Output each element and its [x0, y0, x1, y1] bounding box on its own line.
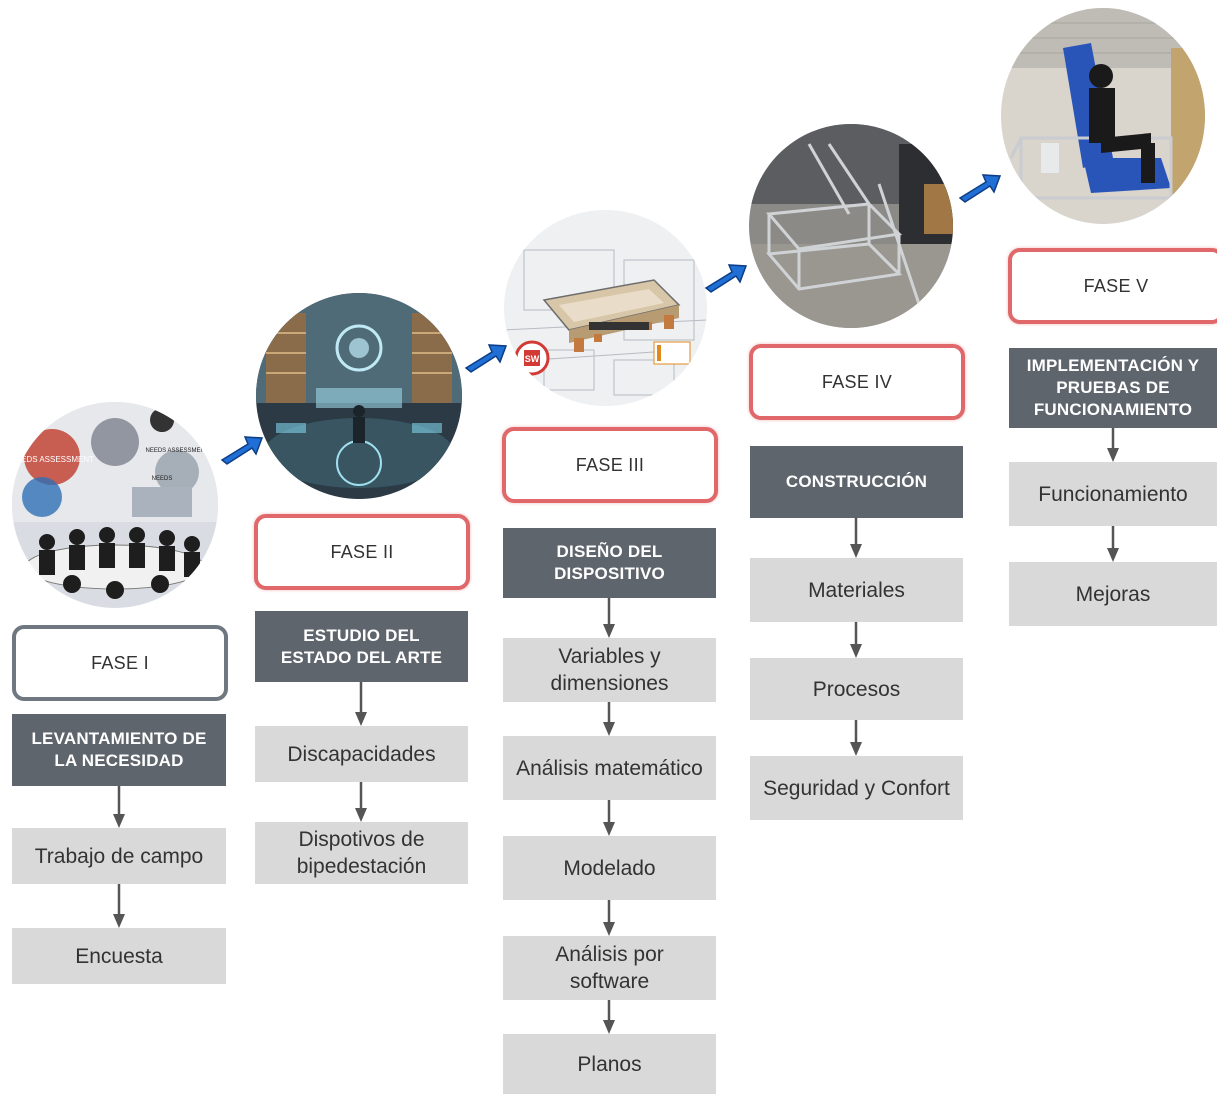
- phase-2-image: [256, 293, 462, 499]
- phase-1-title: LEVANTAMIENTO DE LA NECESIDAD: [12, 714, 226, 786]
- phase-3-step-3: Modelado: [503, 836, 716, 900]
- phase-4-step-2: Procesos: [750, 658, 963, 720]
- phase-5-label: FASE V: [1008, 248, 1217, 324]
- phase-2-step-1: Discapacidades: [255, 726, 468, 782]
- phase-1-arrow-1: [112, 786, 126, 828]
- phase-3-step-4: Análisis por software: [503, 936, 716, 1000]
- flow-arrow-4-5: [956, 166, 1004, 206]
- sw-logo-text: SW: [525, 354, 540, 364]
- phase-5-arrow-2: [1106, 526, 1120, 562]
- phase-3-step-1: Variables y dimensiones: [503, 638, 716, 702]
- phase-5-step-1: Funcionamiento: [1009, 462, 1217, 526]
- phase-4-arrow-3: [849, 720, 863, 756]
- phase-4-title: CONSTRUCCIÓN: [750, 446, 963, 518]
- phase-4-step-3: Seguridad y Confort: [750, 756, 963, 820]
- phase-2-step-2: Dispotivos de bipedestación: [255, 822, 468, 884]
- phase-1-image: NEEDS ASSESSMENT NEEDS ASSESSMENT NEEDS: [12, 402, 218, 608]
- phase-1-step-2: Encuesta: [12, 928, 226, 984]
- phase-2-label: FASE II: [254, 514, 470, 590]
- phase-4-arrow-1: [849, 518, 863, 558]
- phase-5-step-2: Mejoras: [1009, 562, 1217, 626]
- phase-4-step-1: Materiales: [750, 558, 963, 622]
- phase-3-arrow-3: [602, 800, 616, 836]
- phase-3-arrow-2: [602, 702, 616, 736]
- needs-label-3: NEEDS: [152, 476, 173, 482]
- phase-5-image: [1001, 8, 1205, 224]
- phase-4-image: [749, 124, 953, 328]
- needs-label-1: NEEDS ASSESSMENT: [12, 455, 94, 464]
- phase-3-arrow-4: [602, 900, 616, 936]
- flow-arrow-3-4: [702, 256, 750, 296]
- phase-3-step-2: Análisis matemático: [503, 736, 716, 800]
- phase-5-title: IMPLEMENTACIÓN Y PRUEBAS DE FUNCIONAMIEN…: [1009, 348, 1217, 428]
- phase-3-step-5: Planos: [503, 1034, 716, 1094]
- phase-4-label: FASE IV: [749, 344, 965, 420]
- flow-arrow-2-3: [462, 336, 510, 376]
- phase-2-arrow-2: [354, 782, 368, 822]
- phase-1-label: FASE I: [12, 625, 228, 701]
- phase-3-title: DISEÑO DEL DISPOSITIVO: [503, 528, 716, 598]
- phase-1-step-1: Trabajo de campo: [12, 828, 226, 884]
- phase-3-label: FASE III: [502, 427, 718, 503]
- phase-1-arrow-2: [112, 884, 126, 928]
- flow-arrow-1-2: [218, 428, 266, 468]
- phase-4-arrow-2: [849, 622, 863, 658]
- phase-5-arrow-1: [1106, 428, 1120, 462]
- needs-label-2: NEEDS ASSESSMENT: [145, 448, 208, 454]
- phase-3-arrow-1: [602, 598, 616, 638]
- phase-3-image: SW: [504, 210, 707, 406]
- phase-3-arrow-5: [602, 1000, 616, 1034]
- phase-2-title: ESTUDIO DEL ESTADO DEL ARTE: [255, 611, 468, 682]
- phase-2-arrow-1: [354, 682, 368, 726]
